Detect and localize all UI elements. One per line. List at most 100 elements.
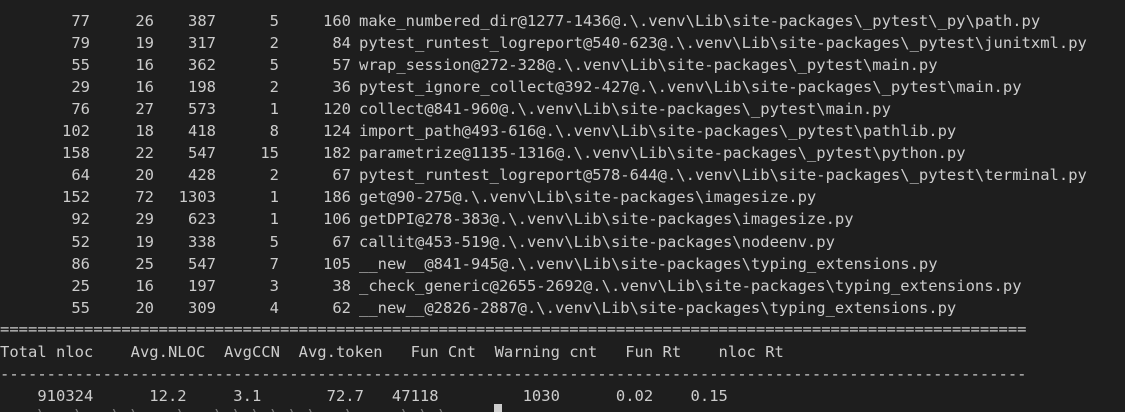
summary-header: Total nloc Avg.NLOC AvgCCN Avg.token Fun… (0, 343, 784, 361)
nloc-cell: 77 (71, 11, 90, 30)
table-row: 76 27 573 1 120 collect@841-960@.\.venv\Lib\s… (0, 98, 1125, 120)
length-cell: 67 (332, 232, 351, 251)
length-cell: 186 (323, 188, 351, 207)
token-cell: 387 (188, 11, 216, 30)
token-cell: 547 (188, 144, 216, 163)
nloc-cell: 79 (71, 33, 90, 52)
param-cell: 15 (260, 144, 279, 163)
nloc-cell: 29 (71, 77, 90, 96)
table-row: 77 26 387 5 160 make_numbered_dir@1277-1436@.… (0, 10, 1125, 32)
ccn-cell: 16 (135, 77, 154, 96)
length-cell: 105 (323, 254, 351, 273)
token-cell: 547 (188, 254, 216, 273)
table-row: 29 16 198 2 36 pytest_ignore_collect@392-427@… (0, 76, 1125, 98)
length-cell: 106 (323, 210, 351, 229)
location-cell: parametrize@1135-1316@.\.venv\Lib\site-p… (359, 144, 966, 163)
param-cell: 2 (269, 166, 279, 185)
nloc-cell: 152 (62, 188, 90, 207)
param-cell: 1 (269, 188, 279, 207)
ccn-cell: 19 (135, 232, 154, 251)
token-cell: 198 (188, 77, 216, 96)
ccn-cell: 22 (135, 144, 154, 163)
separator-dashes: ----------------------------------------… (0, 365, 1027, 383)
partial-prompt-line: . \ \ . \ \ \ . \ \ \ \ \ \ \ . \ \ \ (0, 404, 448, 412)
length-cell: 84 (332, 33, 351, 52)
location-cell: callit@453-519@.\.venv\Lib\site-packages… (359, 232, 835, 251)
length-cell: 67 (332, 166, 351, 185)
token-cell: 623 (188, 210, 216, 229)
param-cell: 8 (269, 122, 279, 140)
length-cell: 36 (332, 77, 351, 96)
nloc-cell: 25 (71, 276, 90, 295)
location-cell: getDPI@278-383@.\.venv\Lib\site-packages… (359, 210, 854, 229)
location-cell: pytest_runtest_logreport@540-623@.\.venv… (359, 33, 1087, 52)
token-cell: 317 (188, 33, 216, 52)
table-row: 55 16 362 5 57 wrap_session@272-328@.\.venv\L… (0, 54, 1125, 76)
summary-values: 910324 12.2 3.1 72.7 47118 1030 0.02 0.1… (0, 387, 728, 405)
table-row: 92 29 623 1 106 getDPI@278-383@.\.venv\Lib\si… (0, 208, 1125, 230)
param-cell: 2 (269, 33, 279, 52)
length-cell: 182 (323, 144, 351, 163)
param-cell: 7 (269, 254, 279, 273)
length-cell: 120 (323, 99, 351, 118)
ccn-cell: 29 (135, 210, 154, 229)
length-cell: 124 (323, 122, 351, 140)
ccn-cell: 20 (135, 166, 154, 185)
length-cell: 160 (323, 11, 351, 30)
param-cell: 2 (269, 77, 279, 96)
nloc-cell: 76 (71, 99, 90, 118)
ccn-cell: 26 (135, 11, 154, 30)
nloc-cell: 92 (71, 210, 90, 229)
ccn-cell: 19 (135, 33, 154, 52)
token-cell: 573 (188, 99, 216, 118)
nloc-cell: 55 (71, 298, 90, 317)
nloc-cell: 55 (71, 55, 90, 74)
table-row: 152 72 1303 1 186 get@90-275@.\.venv\Lib\site… (0, 186, 1125, 208)
table-row: 79 19 317 2 84 pytest_runtest_logreport@540-6… (0, 32, 1125, 54)
nloc-cell: 64 (71, 166, 90, 185)
location-cell: make_numbered_dir@1277-1436@.\.venv\Lib\… (359, 11, 1041, 30)
param-cell: 5 (269, 55, 279, 74)
nloc-cell: 52 (71, 232, 90, 251)
token-cell: 418 (188, 122, 216, 140)
param-cell: 1 (269, 99, 279, 118)
separator-equals: ========================================… (0, 320, 1027, 338)
location-cell: pytest_ignore_collect@392-427@.\.venv\Li… (359, 77, 1022, 96)
token-cell: 309 (188, 298, 216, 317)
ccn-cell: 16 (135, 276, 154, 295)
token-cell: 362 (188, 55, 216, 74)
param-cell: 5 (269, 232, 279, 251)
location-cell: get@90-275@.\.venv\Lib\site-packages\ima… (359, 188, 817, 207)
location-cell: pytest_runtest_logreport@578-644@.\.venv… (359, 166, 1087, 185)
param-cell: 1 (269, 210, 279, 229)
ccn-cell: 18 (135, 122, 154, 140)
nloc-cell: 158 (62, 144, 90, 163)
ccn-cell: 27 (135, 99, 154, 118)
length-cell: 57 (332, 55, 351, 74)
nloc-cell: 86 (71, 254, 90, 273)
table-row: 86 25 547 7 105 __new__@841-945@.\.venv\Lib\s… (0, 253, 1125, 275)
table-row: 64 20 428 2 67 pytest_runtest_logreport@578-6… (0, 164, 1125, 186)
token-cell: 428 (188, 166, 216, 185)
location-cell: collect@841-960@.\.venv\Lib\site-package… (359, 99, 891, 118)
location-cell: __new__@841-945@.\.venv\Lib\site-package… (359, 254, 938, 273)
text-cursor (494, 404, 502, 412)
param-cell: 4 (269, 298, 279, 317)
ccn-cell: 25 (135, 254, 154, 273)
param-cell: 5 (269, 11, 279, 30)
token-cell: 197 (188, 276, 216, 295)
location-cell: import_path@493-616@.\.venv\Lib\site-pac… (359, 122, 957, 140)
param-cell: 3 (269, 276, 279, 295)
ccn-cell: 72 (135, 188, 154, 207)
token-cell: 1303 (178, 188, 216, 207)
table-row: 158 22 547 15 182 parametrize@1135-1316@.\.ve… (0, 142, 1125, 164)
location-cell: wrap_session@272-328@.\.venv\Lib\site-pa… (359, 55, 938, 74)
length-cell: 38 (332, 276, 351, 295)
ccn-cell: 20 (135, 298, 154, 317)
ccn-cell: 16 (135, 55, 154, 74)
